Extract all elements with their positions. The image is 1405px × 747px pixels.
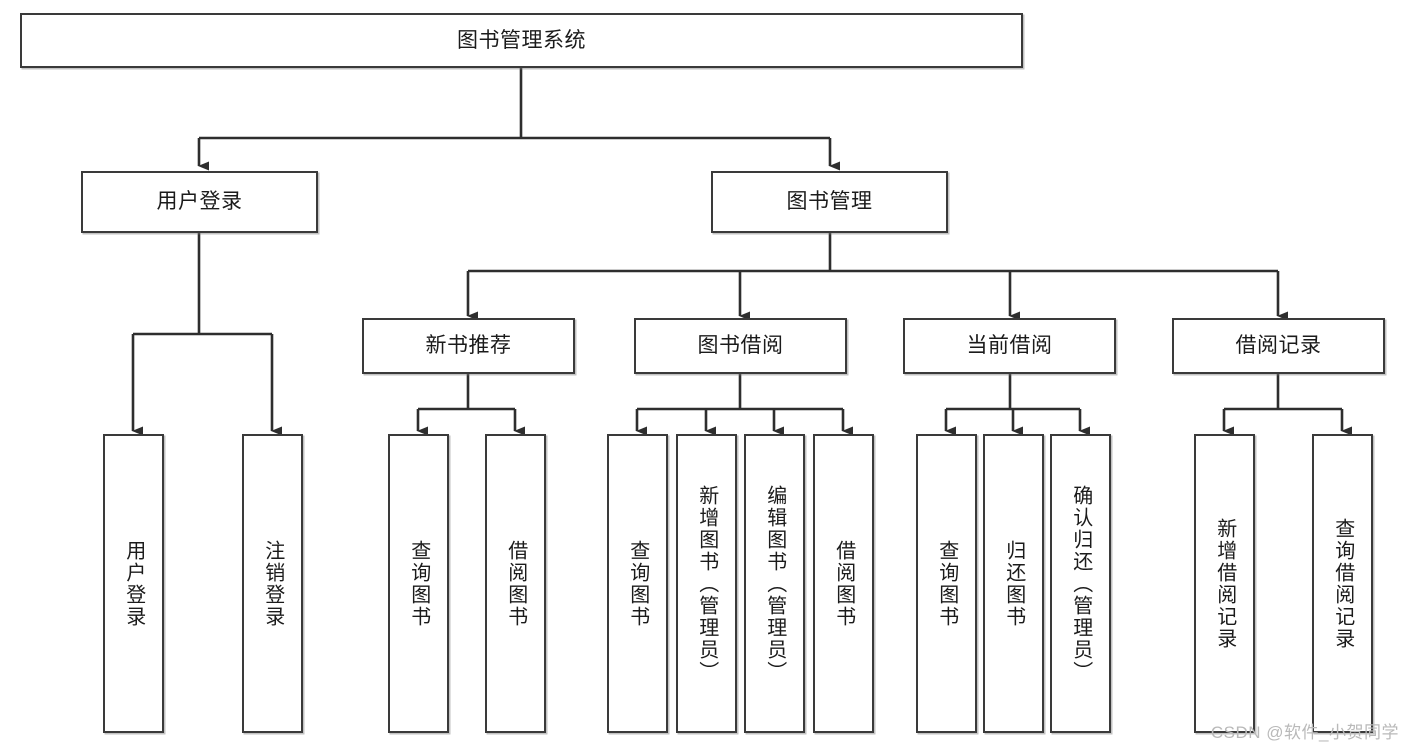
node-label: 图书借阅	[697, 334, 784, 358]
node-label: 查询图书	[407, 539, 430, 628]
leaf-query-borrow-record[interactable]: 查询借阅记录	[1312, 434, 1373, 733]
node-new-book-recommend[interactable]: 新书推荐	[362, 318, 575, 374]
node-book-management[interactable]: 图书管理	[711, 171, 948, 233]
node-label: 查询图书	[626, 539, 649, 628]
leaf-user-login[interactable]: 用户登录	[103, 434, 164, 733]
node-label: 新书推荐	[425, 334, 512, 358]
node-book-borrow[interactable]: 图书借阅	[634, 318, 847, 374]
node-root[interactable]: 图书管理系统	[20, 13, 1023, 68]
node-label: 查询借阅记录	[1331, 517, 1354, 650]
node-label: 图书管理	[786, 190, 873, 214]
node-label: 归还图书	[1002, 539, 1025, 628]
node-borrow-record[interactable]: 借阅记录	[1172, 318, 1385, 374]
node-label: 新增图书（管理员）	[695, 484, 718, 683]
leaf-borrow-book-recommend[interactable]: 借阅图书	[485, 434, 546, 733]
node-current-borrow[interactable]: 当前借阅	[903, 318, 1116, 374]
leaf-add-book-admin[interactable]: 新增图书（管理员）	[676, 434, 737, 733]
node-label: 查询图书	[935, 539, 958, 628]
node-label: 编辑图书（管理员）	[763, 484, 786, 683]
node-label: 借阅图书	[504, 539, 527, 628]
node-user-login[interactable]: 用户登录	[81, 171, 318, 233]
leaf-user-logout[interactable]: 注销登录	[242, 434, 303, 733]
leaf-query-book-recommend[interactable]: 查询图书	[388, 434, 449, 733]
watermark: CSDN @软件_小贺同学	[1210, 723, 1399, 742]
node-label: 当前借阅	[966, 334, 1053, 358]
node-label: 确认归还（管理员）	[1069, 484, 1092, 683]
node-label: 用户登录	[156, 190, 243, 214]
node-label: 借阅图书	[832, 539, 855, 628]
node-label: 新增借阅记录	[1213, 517, 1236, 650]
leaf-confirm-return-admin[interactable]: 确认归还（管理员）	[1050, 434, 1111, 733]
leaf-edit-book-admin[interactable]: 编辑图书（管理员）	[744, 434, 805, 733]
node-label: 用户登录	[122, 539, 145, 628]
leaf-borrow-book[interactable]: 借阅图书	[813, 434, 874, 733]
node-label: 图书管理系统	[457, 28, 586, 52]
leaf-query-book-current[interactable]: 查询图书	[916, 434, 977, 733]
node-label: 借阅记录	[1235, 334, 1322, 358]
leaf-return-book[interactable]: 归还图书	[983, 434, 1044, 733]
leaf-query-book-borrow[interactable]: 查询图书	[607, 434, 668, 733]
node-label: 注销登录	[261, 539, 284, 628]
leaf-add-borrow-record[interactable]: 新增借阅记录	[1194, 434, 1255, 733]
